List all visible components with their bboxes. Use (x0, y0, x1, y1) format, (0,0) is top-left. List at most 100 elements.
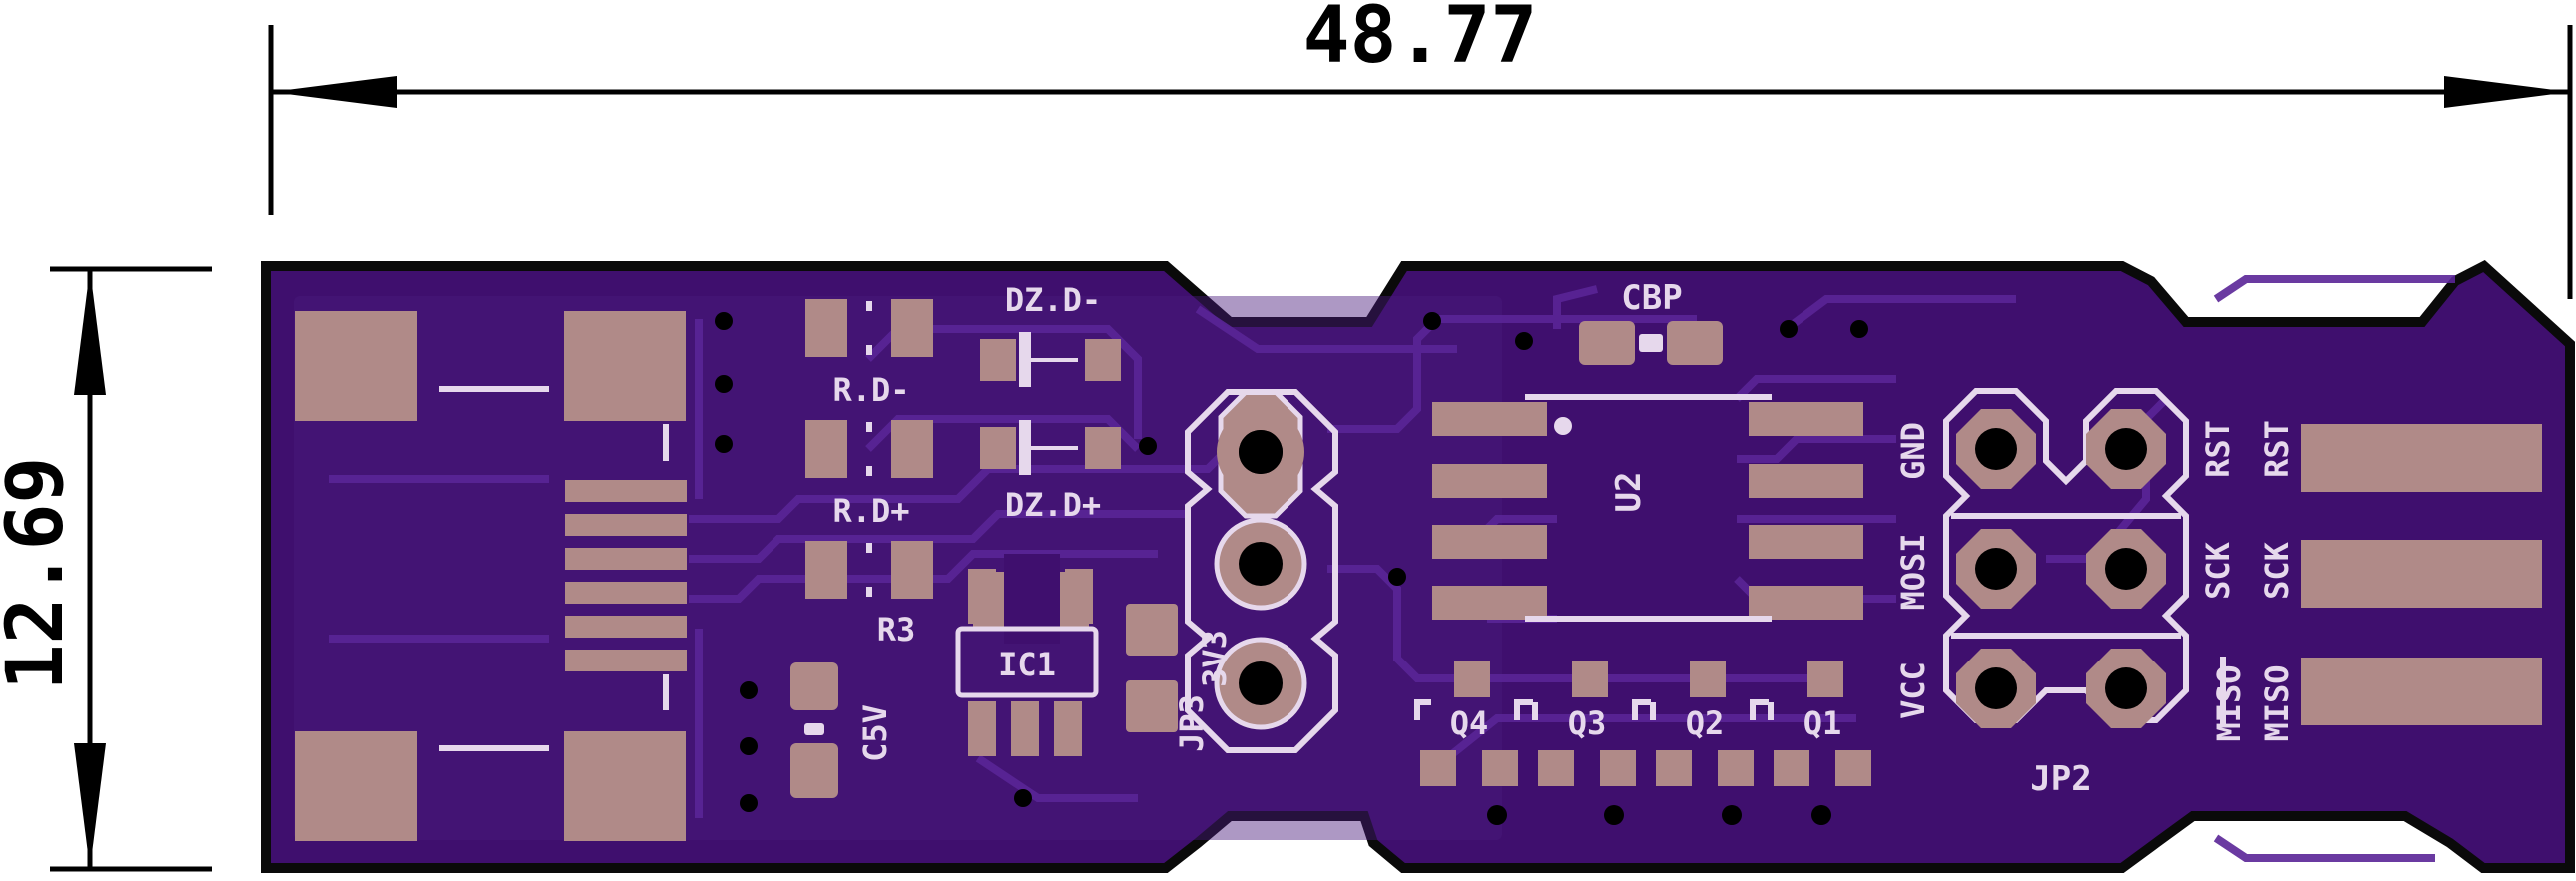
pad (805, 299, 847, 357)
jp2-pin-mosi (1956, 529, 2036, 609)
diode-dz-d-plus (980, 420, 1121, 475)
ic1-outline (955, 626, 1099, 698)
pad (1085, 427, 1121, 469)
via (740, 794, 758, 812)
via (715, 375, 733, 393)
pad (891, 420, 933, 478)
pin1-marker (1554, 417, 1572, 435)
resistor-r3 (805, 541, 933, 599)
usb-shield-pad-top-left (295, 311, 417, 421)
width-dimension (268, 25, 2573, 299)
traces (329, 275, 2455, 862)
u2 (1432, 394, 1863, 622)
pad (891, 299, 933, 357)
usb-silkscreen (439, 386, 669, 751)
transistor-q1 (1750, 661, 1871, 786)
label-c5v: C5V (856, 704, 894, 762)
pad (968, 569, 996, 624)
label-r-d-plus: R.D+ (832, 492, 909, 530)
label-miso-2: MISO (2258, 664, 2296, 741)
usb-shield-pad-top-right (564, 311, 686, 421)
via (740, 737, 758, 755)
vias (715, 312, 1868, 825)
pad (1054, 701, 1082, 756)
jumper-jp3 (1126, 604, 1178, 732)
jp2-pin-vcc (1956, 649, 2036, 728)
pad (891, 541, 933, 599)
pad (1126, 680, 1178, 732)
jp2-pin-rst (2086, 409, 2166, 489)
header-jp2 (1943, 388, 2189, 728)
resistor-r-d-plus (805, 420, 933, 478)
via (1850, 320, 1868, 338)
via (1423, 312, 1441, 330)
silkscreen-text: CBP DZ.D- DZ.D+ R.D- R.D+ R3 IC1 C5V JP3… (832, 278, 2296, 799)
via (1139, 437, 1157, 455)
via (1811, 805, 1831, 825)
pad (790, 662, 838, 710)
pad-rst (2301, 424, 2542, 492)
pad (1749, 586, 1863, 620)
label-dz-d-plus: DZ.D+ (1005, 486, 1101, 524)
capacitor-c5v (790, 662, 838, 798)
via (1515, 332, 1533, 350)
via (740, 681, 758, 699)
label-r-d-minus: R.D- (832, 371, 909, 409)
label-vcc: VCC (1894, 661, 1932, 719)
pad (1432, 402, 1547, 436)
header-3pin (1185, 389, 1338, 753)
usb-connector (295, 311, 687, 841)
pad (1667, 321, 1723, 365)
via (1780, 320, 1798, 338)
via (1604, 805, 1624, 825)
usb-shield-pad-bottom-right (564, 731, 686, 841)
height-dimension (50, 266, 212, 872)
label-dz-d-minus: DZ.D- (1005, 281, 1101, 319)
via (1487, 805, 1507, 825)
usb-pin-3 (565, 548, 687, 570)
label-rst-2: RST (2258, 420, 2296, 478)
label-jp2: JP2 (2030, 759, 2091, 799)
via (1722, 805, 1742, 825)
usb-shield-pad-bottom-left (295, 731, 417, 841)
jp2-pin-gnd (1956, 409, 2036, 489)
edge-pads (2220, 424, 2542, 726)
pad (1085, 339, 1121, 381)
usb-pin-6 (565, 650, 687, 671)
transistor-q4 (1414, 661, 1518, 786)
usb-pin-4 (565, 582, 687, 604)
label-u2: U2 (1609, 472, 1649, 513)
pad (1749, 464, 1863, 498)
pad-sck (2301, 540, 2542, 608)
label-mosi: MOSI (1894, 533, 1932, 610)
pad-miso (2301, 658, 2542, 725)
jp2-pin-miso (2086, 649, 2166, 728)
via (715, 435, 733, 453)
pad (980, 427, 1016, 469)
pad (790, 743, 838, 798)
label-3v3: 3V3 (1196, 630, 1234, 687)
ic1 (955, 554, 1099, 756)
width-label: 48.77 (1303, 0, 1538, 81)
usb-pin-1 (565, 480, 687, 502)
pad (1432, 586, 1547, 620)
pad (805, 541, 847, 599)
transistor-q3 (1514, 661, 1636, 786)
pad (1749, 402, 1863, 436)
label-ic1: IC1 (998, 646, 1056, 683)
label-r3: R3 (877, 611, 916, 649)
label-q1: Q1 (1803, 704, 1842, 742)
label-q2: Q2 (1686, 704, 1725, 742)
label-sck-1: SCK (2199, 541, 2237, 600)
diode-dz-d-minus (980, 332, 1121, 387)
label-rst-1: RST (2199, 420, 2237, 478)
label-miso-1: MISO (2210, 664, 2248, 741)
pad (968, 701, 996, 756)
label-cbp: CBP (1621, 278, 1682, 318)
via (715, 312, 733, 330)
pad (1579, 321, 1635, 365)
label-gnd: GND (1894, 422, 1932, 480)
usb-pin-5 (565, 616, 687, 638)
